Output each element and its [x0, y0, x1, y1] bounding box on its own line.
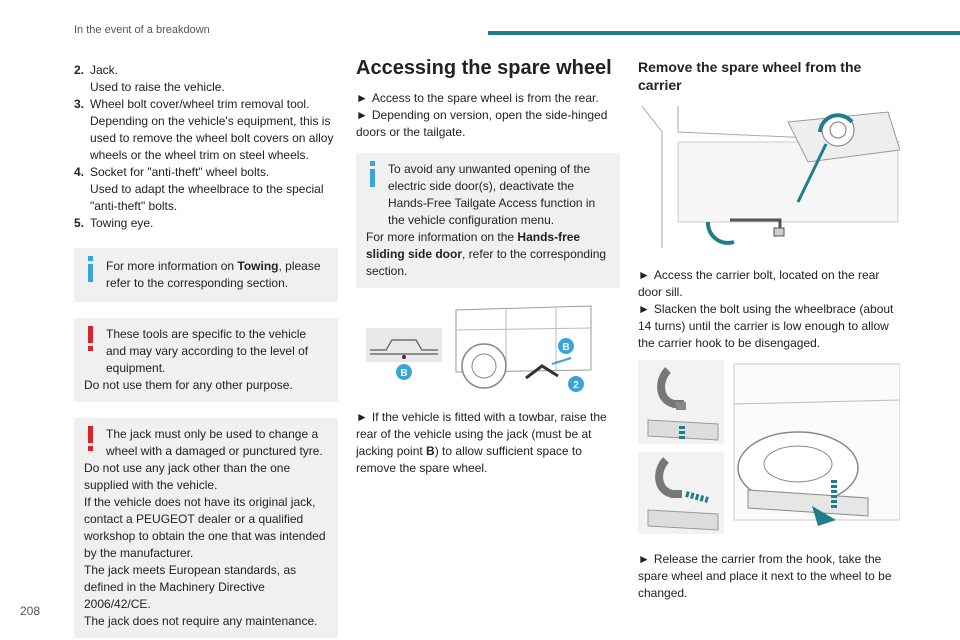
- bullet-text: ►Access the carrier bolt, located on the…: [638, 268, 880, 299]
- warning-text: If the vehicle does not have its origina…: [84, 495, 326, 560]
- section-heading: Accessing the spare wheel: [356, 57, 612, 79]
- bullet-text: ►Access to the spare wheel is from the r…: [356, 91, 599, 105]
- bullet-arrow-icon: ►: [638, 268, 650, 282]
- column-1: 2. Jack. Used to raise the vehicle. 3. Wh…: [74, 62, 338, 638]
- item-number: 5.: [74, 216, 85, 230]
- bullet-text: ►Slacken the bolt using the wheelbrace (…: [638, 302, 894, 350]
- column-2: Accessing the spare wheel ►Access to the…: [356, 56, 620, 477]
- info-icon: [370, 161, 375, 187]
- section-heading: Remove the spare wheel from the carrier: [638, 59, 862, 93]
- carrier-bolt-figure: [638, 102, 902, 255]
- item-desc: Used to adapt the wheelbrace to the spec…: [90, 182, 324, 213]
- figure-label-b: B: [400, 368, 407, 379]
- item-title: Jack.: [90, 63, 119, 77]
- warning-text: The jack must only be used to change a w…: [106, 427, 323, 458]
- header-title: In the event of a breakdown: [74, 24, 210, 36]
- carrier-hook-illustration: [638, 360, 901, 534]
- warning-icon: [88, 326, 93, 351]
- item-desc: Used to raise the vehicle.: [90, 80, 225, 94]
- warning-note: The jack must only be used to change a w…: [74, 418, 338, 638]
- bullet-arrow-icon: ►: [638, 552, 650, 566]
- warning-note: These tools are specific to the vehicle …: [74, 318, 338, 402]
- bullet-arrow-icon: ►: [356, 91, 368, 105]
- warning-text: The jack does not require any maintenanc…: [84, 614, 318, 628]
- warning-text: Do not use them for any other purpose.: [84, 378, 293, 392]
- note-text: For more information on: [106, 259, 238, 273]
- item-title: Towing eye.: [90, 216, 154, 230]
- jacking-illustration: B B 2: [366, 305, 592, 392]
- item-title: Wheel bolt cover/wheel trim removal tool…: [90, 97, 310, 111]
- bullet-arrow-icon: ►: [356, 410, 368, 424]
- bullet-text: ►If the vehicle is fitted with a towbar,…: [356, 410, 607, 475]
- list-item: 5. Towing eye.: [74, 215, 338, 232]
- warning-text: These tools are specific to the vehicle …: [106, 327, 309, 375]
- figure-label-2: 2: [573, 380, 579, 391]
- list-item: 4. Socket for "anti-theft" wheel bolts. U…: [74, 164, 338, 215]
- list-item: 2. Jack. Used to raise the vehicle.: [74, 62, 338, 96]
- warning-text: Do not use any jack other than the one s…: [84, 461, 291, 492]
- item-number: 2.: [74, 63, 85, 77]
- figure-label-b: B: [562, 342, 569, 353]
- carrier-bolt-illustration: [641, 105, 901, 248]
- header-accent-bar: [488, 31, 960, 35]
- info-note: To avoid any unwanted opening of the ele…: [356, 153, 620, 288]
- jacking-point-figure: B B 2: [356, 300, 620, 397]
- bullet-text: ►Release the carrier from the hook, take…: [638, 552, 892, 600]
- note-text: To avoid any unwanted opening of the ele…: [388, 162, 596, 227]
- bullet-arrow-icon: ►: [356, 108, 368, 122]
- info-note: For more information on Towing, please r…: [74, 248, 338, 302]
- note-bold: Towing: [237, 259, 279, 273]
- carrier-hook-figure: [638, 360, 902, 539]
- column-3: Remove the spare wheel from the carrier …: [638, 58, 902, 602]
- item-number: 3.: [74, 97, 85, 111]
- note-text: , please refer to the corresponding sect…: [106, 259, 321, 290]
- bullet-text: ►Depending on version, open the side-hin…: [356, 108, 608, 139]
- item-title: Socket for "anti-theft" wheel bolts.: [90, 165, 270, 179]
- info-icon: [88, 256, 93, 282]
- list-item: 3. Wheel bolt cover/wheel trim removal t…: [74, 96, 338, 164]
- warning-text: The jack meets European standards, as de…: [84, 563, 297, 611]
- tool-list: 2. Jack. Used to raise the vehicle. 3. Wh…: [74, 62, 338, 232]
- item-number: 4.: [74, 165, 85, 179]
- item-desc: Depending on the vehicle's equipment, th…: [90, 114, 334, 162]
- page-number: 208: [20, 604, 41, 618]
- warning-icon: [88, 426, 93, 451]
- bullet-arrow-icon: ►: [638, 302, 650, 316]
